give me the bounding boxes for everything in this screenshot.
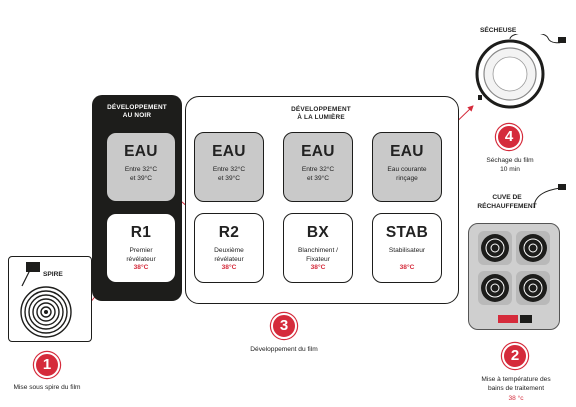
card-eau-2: EAU Entre 32°C et 39°C xyxy=(194,132,264,202)
card-bath-temp: 38°C xyxy=(399,264,415,271)
card-bath-desc: Blanchiment / Fixateur xyxy=(298,247,338,263)
step-badge-3: 3 xyxy=(271,313,297,339)
card-eau-label: EAU xyxy=(124,143,158,160)
card-eau-1: EAU Entre 32°C et 39°C xyxy=(106,132,176,202)
card-bath-label: R2 xyxy=(218,224,240,241)
card-eau-label: EAU xyxy=(301,143,335,160)
panel-title-lumiere: DÉVELOPPEMENT À LA LUMIÈRE xyxy=(291,106,351,121)
card-bath-label: BX xyxy=(306,224,330,241)
card-eau-desc: Entre 32°C et 39°C xyxy=(124,166,158,182)
step-badge-1: 1 xyxy=(34,352,60,378)
card-bath-bx: BX Blanchiment / Fixateur 38°C xyxy=(283,213,353,283)
step-caption-1: Mise sous spire du film xyxy=(13,384,81,391)
card-eau-label: EAU xyxy=(212,143,246,160)
card-bath-label: R1 xyxy=(130,224,152,241)
card-bath-stab: STAB Stabilisateur 38°C xyxy=(372,213,442,283)
card-bath-label: STAB xyxy=(385,224,429,241)
card-bath-temp: 38°C xyxy=(310,264,326,271)
card-bath-desc: Deuxième révélateur xyxy=(214,247,244,263)
cuve-cable-icon xyxy=(533,184,566,209)
step-caption-3: Développement du film xyxy=(250,346,318,353)
cuve-tanks-icon xyxy=(478,231,550,323)
spire-label: SPIRE xyxy=(43,271,63,278)
card-eau-desc: Entre 32°C et 39°C xyxy=(301,166,335,182)
card-bath-temp: 38°C xyxy=(133,264,149,271)
card-bath-temp: 38°C xyxy=(221,264,237,271)
secheuse-icon xyxy=(475,34,566,109)
card-eau-label: EAU xyxy=(390,143,424,160)
secheuse-label: SÉCHEUSE xyxy=(480,27,517,34)
step-badge-4: 4 xyxy=(496,124,522,150)
step-caption-4: Séchage du film 10 min xyxy=(486,157,534,173)
card-eau-3: EAU Entre 32°C et 39°C xyxy=(283,132,353,202)
spire-icon xyxy=(20,262,72,338)
step-badge-2: 2 xyxy=(502,343,528,369)
step-temp-2: 38 °c xyxy=(508,395,524,402)
card-eau-desc: Entre 32°C et 39°C xyxy=(212,166,246,182)
cuve-label: CUVE DE RÉCHAUFFEMENT xyxy=(477,194,537,210)
card-bath-desc: Stabilisateur xyxy=(388,247,426,254)
panel-title-noir: DÉVELOPPEMENT AU NOIR xyxy=(107,104,167,119)
card-eau-4: EAU Eau courante rinçage xyxy=(372,132,442,202)
card-bath-desc: Premier révélateur xyxy=(126,247,156,263)
card-bath-r2: R2 Deuxième révélateur 38°C xyxy=(194,213,264,283)
card-bath-r1: R1 Premier révélateur 38°C xyxy=(106,213,176,283)
step-caption-2: Mise à température des bains de traiteme… xyxy=(481,376,551,392)
card-eau-desc: Eau courante rinçage xyxy=(387,166,427,182)
